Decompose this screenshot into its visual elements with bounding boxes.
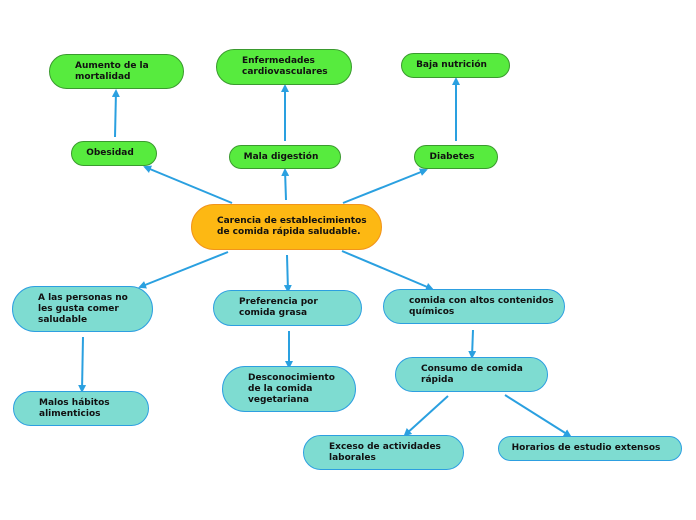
connector-arrow bbox=[111, 89, 120, 138]
node-exceso-actividades[interactable]: Exceso de actividades laborales bbox=[303, 435, 464, 470]
node-label: Consumo de comida rápida bbox=[421, 363, 523, 385]
node-consumo-comida-rapida[interactable]: Consumo de comida rápida bbox=[395, 357, 548, 392]
node-label: Carencia de establecimientos de comida r… bbox=[217, 216, 367, 237]
node-label: Mala digestión bbox=[243, 151, 319, 162]
connector-arrow bbox=[138, 251, 229, 289]
node-label: Malos hábitos alimenticios bbox=[39, 397, 110, 419]
node-diabetes[interactable]: Diabetes bbox=[414, 145, 498, 169]
connector-arrow bbox=[468, 329, 477, 359]
node-preferencia-comida-grasa[interactable]: Preferencia por comida grasa bbox=[213, 290, 362, 326]
connector-arrow bbox=[504, 394, 572, 438]
connector-arrow bbox=[281, 168, 290, 201]
node-central-problem[interactable]: Carencia de establecimientos de comida r… bbox=[191, 204, 382, 250]
connector-arrow bbox=[283, 254, 292, 293]
node-comida-quimicos[interactable]: comida con altos contenidos químicos bbox=[383, 289, 565, 324]
node-malos-habitos[interactable]: Malos hábitos alimenticios bbox=[13, 391, 149, 426]
node-horarios-estudio[interactable]: Horarios de estudio extensos bbox=[498, 436, 682, 461]
node-label: Diabetes bbox=[429, 151, 475, 162]
node-label: Aumento de la mortalidad bbox=[75, 60, 149, 82]
node-mala-digestion[interactable]: Mala digestión bbox=[229, 145, 341, 169]
node-label: comida con altos contenidos químicos bbox=[409, 295, 554, 317]
node-label: Desconocimiento de la comida vegetariana bbox=[248, 372, 335, 405]
node-aumento-mortalidad[interactable]: Aumento de la mortalidad bbox=[49, 54, 184, 89]
node-label: A las personas no les gusta comer saluda… bbox=[38, 292, 128, 325]
node-obesidad[interactable]: Obesidad bbox=[71, 141, 157, 166]
connector-arrow bbox=[143, 165, 233, 204]
node-label: Exceso de actividades laborales bbox=[329, 441, 441, 463]
node-personas-no-comen-saludable[interactable]: A las personas no les gusta comer saluda… bbox=[12, 286, 153, 332]
node-label: Enfermedades cardiovasculares bbox=[242, 56, 328, 77]
node-enfermedades-cardiovasculares[interactable]: Enfermedades cardiovasculares bbox=[216, 49, 352, 85]
node-label: Preferencia por comida grasa bbox=[239, 297, 318, 318]
connector-arrow bbox=[403, 395, 449, 437]
node-label: Obesidad bbox=[86, 148, 134, 158]
connector-arrow bbox=[78, 336, 87, 393]
node-label: Baja nutrición bbox=[416, 60, 487, 70]
node-desconocimiento-vegetariana[interactable]: Desconocimiento de la comida vegetariana bbox=[222, 366, 356, 412]
connector-arrow bbox=[341, 250, 434, 291]
connector-arrow bbox=[342, 168, 428, 204]
node-baja-nutricion[interactable]: Baja nutrición bbox=[401, 53, 510, 78]
node-label: Horarios de estudio extensos bbox=[511, 443, 661, 453]
